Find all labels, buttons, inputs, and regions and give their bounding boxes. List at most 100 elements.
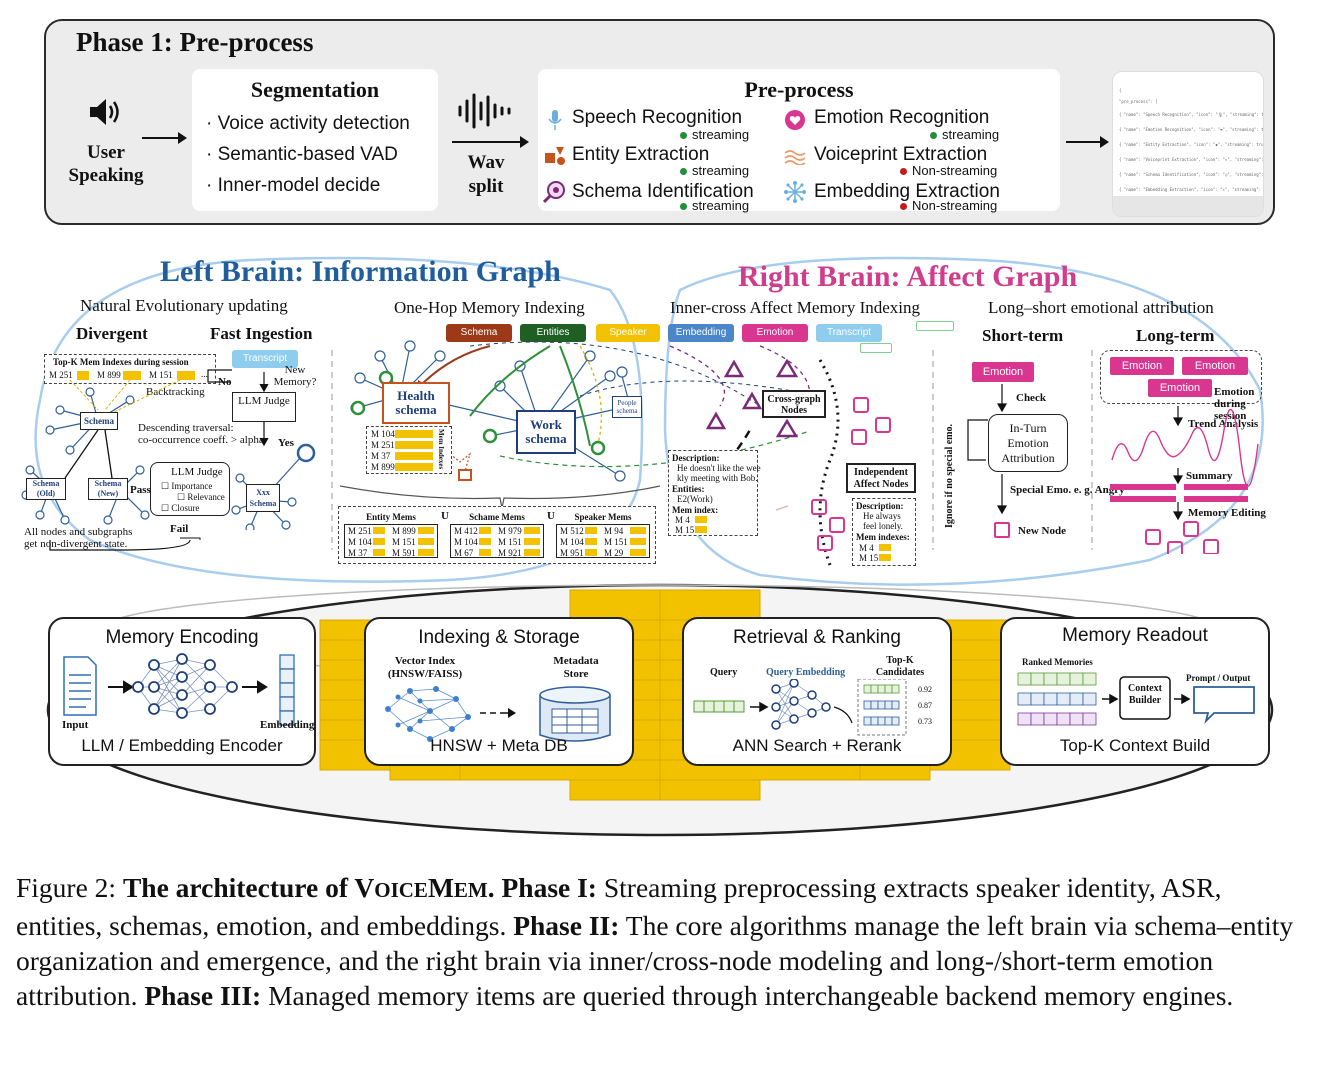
mem-label: M 104	[560, 537, 584, 547]
short-term-arrows	[967, 384, 1008, 515]
mem-bar	[373, 527, 385, 534]
seg-item: · Semantic-based VAD	[206, 144, 398, 165]
entity-mems-title: Entity Mems	[366, 512, 416, 522]
mem-label: M 104	[348, 537, 372, 547]
memory-readout-panel: Memory Readout Ranked Memories Prompt / …	[1000, 617, 1270, 766]
mem-label: M 15	[675, 525, 695, 535]
descending-label: Descending traversal:	[138, 422, 234, 434]
mem-index-label: Mem index:	[672, 505, 719, 515]
preprocess-item-speech: Speech Recognition	[572, 107, 743, 128]
mem-bar	[395, 463, 433, 471]
schema-node: Schema	[80, 412, 118, 430]
mem-bar	[373, 538, 385, 545]
waveform-icon	[458, 93, 511, 129]
desc-text: He always	[863, 511, 901, 521]
mem-label: M 15	[859, 553, 879, 563]
llm-judge-title: LLM Judge	[171, 466, 223, 478]
panel-title: Retrieval & Ranking	[733, 627, 901, 648]
entities-value: E2(Work)	[677, 494, 713, 504]
preprocess-title: Pre-process	[744, 77, 854, 102]
query-label: Query	[710, 667, 738, 678]
criteria-item: ☐ Relevance	[177, 492, 225, 502]
left-brain-title: Left Brain: Information Graph	[160, 255, 561, 288]
panel-footer: LLM / Embedding Encoder	[81, 736, 283, 755]
section-subtitle: Long–short emotional attribution	[988, 298, 1214, 317]
pass-label: Pass	[130, 484, 151, 496]
xxx-schema-node: Xxx Schema	[246, 484, 280, 512]
panel-footer: ANN Search + Rerank	[732, 736, 902, 755]
voiceprint-icon	[784, 150, 806, 165]
status-badge: streaming	[930, 127, 999, 142]
seg-item: · Inner-model decide	[206, 175, 381, 196]
emotion-session-box	[1100, 350, 1262, 404]
mem-label: M 151	[604, 537, 628, 547]
desc-title: Description:	[672, 453, 720, 463]
mem-bar	[630, 538, 646, 545]
divergent-graph	[21, 380, 201, 551]
schema-new-node: Schema (New)	[88, 478, 128, 500]
schame-mems-title: Schame Mems	[469, 512, 525, 522]
desc-text: feel lonely.	[863, 521, 903, 531]
mem-bar	[630, 549, 646, 556]
score-label: 0.92	[918, 685, 932, 694]
score-label: 0.73	[918, 717, 932, 726]
llm-judge-box: LLM Judge	[232, 392, 296, 422]
transcript-tag: Transcript	[232, 350, 298, 368]
mem-bar	[585, 527, 597, 534]
mem-label: M 151	[149, 370, 173, 380]
shapes-icon	[545, 147, 565, 165]
mem-bar	[373, 549, 385, 556]
user-speaking-label: User Speaking	[68, 142, 144, 186]
magnifier-icon	[543, 181, 565, 204]
readout-graphic	[1017, 672, 1255, 726]
mem-label: M 67	[454, 548, 474, 558]
input-label: Input	[62, 719, 89, 731]
json-footer-bar	[1113, 196, 1263, 216]
special-emo-label: Special Emo. e. g. Angry	[1010, 484, 1125, 496]
mem-indexes-label: Mem indexes:	[856, 532, 910, 542]
mem-bar	[479, 527, 491, 534]
mem-label: M 104	[454, 537, 478, 547]
criteria-item: ☐ Closure	[161, 503, 200, 513]
mem-label: M 4	[675, 515, 690, 525]
emotion-box: Emotion	[1110, 357, 1174, 375]
speaker-icon	[90, 99, 119, 125]
emotion-during-label: Emotion during session	[1214, 386, 1255, 422]
mem-label: M 251	[371, 440, 395, 450]
mem-bar	[418, 538, 434, 545]
json-preview: { "pre_process": [ { "name": "Speech Rec…	[1112, 71, 1264, 217]
legend-emotion: Emotion	[742, 324, 808, 342]
mem-label: M 94	[604, 526, 624, 536]
ranked-memories-label: Ranked Memories	[1022, 657, 1093, 667]
section-subtitle: Inner-cross Affect Memory Indexing	[670, 298, 921, 317]
legend-entities: Entities	[520, 324, 586, 342]
mem-bar	[395, 441, 433, 449]
non-divergent-label: get non-divergent state.	[24, 538, 128, 550]
score-label: 0.87	[918, 701, 932, 710]
criteria-item: ☐ Importance	[161, 481, 213, 491]
preprocess-item-emotion: Emotion Recognition	[814, 107, 990, 128]
all-nodes-label: All nodes and subgraphs	[24, 526, 133, 538]
status-badge: Non-streaming	[900, 163, 997, 178]
mem-bar	[395, 430, 433, 438]
schema-old-node: Schema (Old)	[26, 478, 66, 500]
entity-mems: Entity Mems M 251 M 899 M 104 M 151 M 37…	[344, 512, 438, 558]
ignore-label: Ignore if no special emo.	[944, 424, 955, 528]
legend-embedding: Embedding	[668, 324, 734, 342]
preprocess-item-embedding: Embedding Extraction	[814, 181, 1000, 202]
separator-lines	[331, 350, 1093, 550]
panel-footer: HNSW + Meta DB	[430, 736, 568, 755]
memory-graph	[340, 340, 821, 509]
llm-judge-criteria: LLM Judge ☐ Importance ☐ Relevance ☐ Clo…	[150, 462, 230, 516]
mem-label: M 104	[371, 429, 395, 439]
union-symbol: U	[441, 510, 449, 522]
preprocess-item-voiceprint: Voiceprint Extraction	[814, 144, 988, 165]
vector-index-label: Vector Index(HNSW/FAISS)	[387, 655, 463, 680]
desc-text: kly meeting with Bob.	[677, 473, 758, 483]
mem-label: M 979	[498, 526, 522, 536]
independent-affect-node: Independent Affect Nodes	[846, 463, 916, 493]
mem-bar	[177, 371, 195, 380]
mem-bar	[524, 538, 540, 545]
